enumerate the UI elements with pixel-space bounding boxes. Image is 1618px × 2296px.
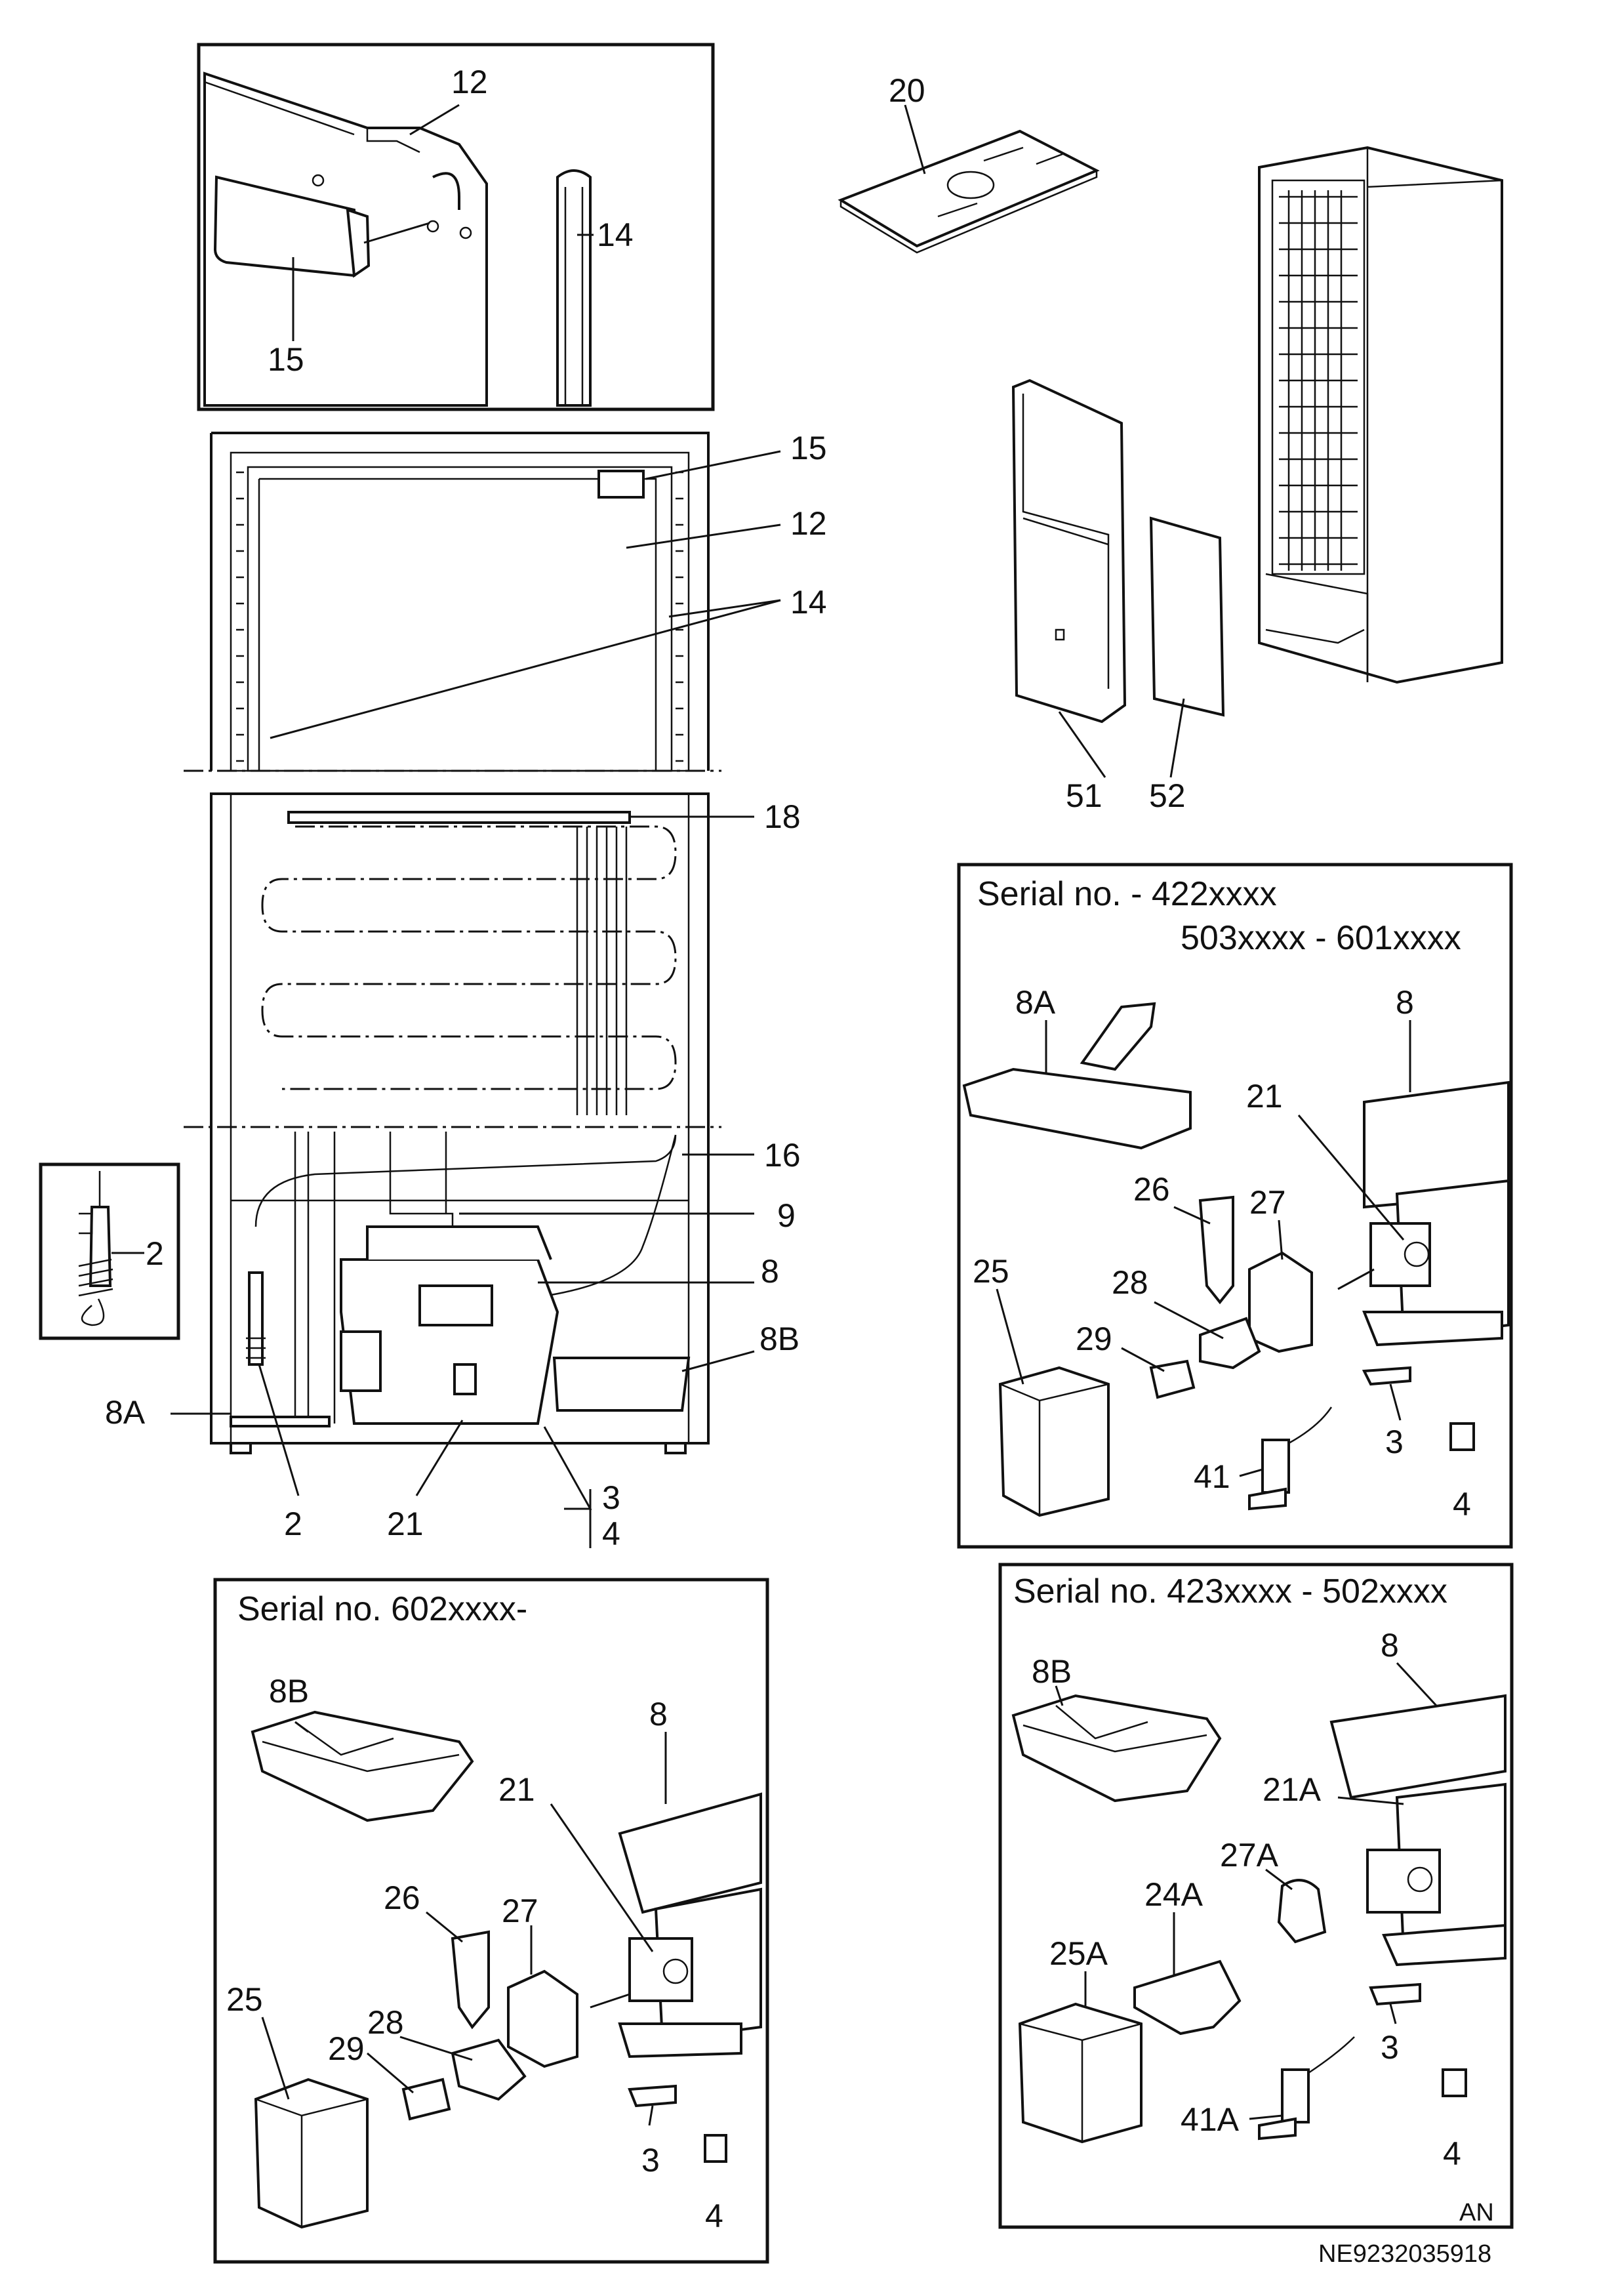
callout-18: 18 <box>764 798 801 835</box>
callout-16: 16 <box>764 1137 801 1174</box>
gasket-ribbing <box>236 471 683 762</box>
callout-15: 15 <box>268 341 304 378</box>
cabinet-lower-section: 18 16 9 8 8B 8A 2 21 3 4 <box>105 792 801 1552</box>
panel-serial-423: Serial no. 423xxxx - 502xxxx 8B <box>998 1563 1514 2229</box>
panel-c-callout-8B: 8B <box>1032 1653 1072 1690</box>
panel-a-callout-25: 25 <box>973 1253 1009 1290</box>
door-liner-parts: 51 52 <box>1011 379 1225 814</box>
panel-a-callout-8: 8 <box>1396 984 1414 1021</box>
panel-c-callout-41A: 41A <box>1181 2101 1240 2138</box>
callout-21: 21 <box>387 1506 424 1542</box>
panel-c-callout-4: 4 <box>1443 2135 1461 2172</box>
panel-a-serial-line2: 503xxxx - 601xxxx <box>1181 919 1461 957</box>
callout-51: 51 <box>1066 777 1102 814</box>
panel-a-callout-41: 41 <box>1194 1458 1230 1495</box>
panel-b-callout-26: 26 <box>384 1879 420 1916</box>
panel-b-callout-27: 27 <box>502 1893 538 1929</box>
callout-9: 9 <box>777 1197 796 1234</box>
panel-a-callout-27: 27 <box>1249 1184 1286 1221</box>
door-detail-inset: 12 14 15 <box>197 43 715 411</box>
rear-cabinet-view <box>1258 146 1503 684</box>
footer-code-an: AN <box>1459 2199 1494 2226</box>
condenser-coil <box>1279 190 1358 571</box>
panel-a-callout-8A: 8A <box>1015 984 1056 1021</box>
pipe-bundle <box>576 827 628 1115</box>
footer-code-part-number: NE9232035918 <box>1318 2240 1491 2268</box>
callout-4: 4 <box>602 1515 620 1552</box>
panel-c-callout-27A: 27A <box>1220 1837 1279 1874</box>
panel-a-callout-21: 21 <box>1246 1078 1283 1115</box>
panel-a-callout-28: 28 <box>1112 1264 1148 1301</box>
panel-a-serial-line1: Serial no. - 422xxxx <box>977 875 1277 913</box>
callout-14-upper: 14 <box>790 584 827 621</box>
cabinet-upper-section: 15 12 14 <box>184 430 827 772</box>
panel-b-callout-25: 25 <box>226 1981 263 2018</box>
panel-b-callout-29: 29 <box>328 2030 365 2067</box>
panel-b-callout-28: 28 <box>367 2004 404 2041</box>
callout-2-inset: 2 <box>146 1235 164 1272</box>
panel-a-callout-3: 3 <box>1385 1424 1404 1460</box>
panel-a-callout-29: 29 <box>1076 1321 1112 1357</box>
panel-serial-422: Serial no. - 422xxxx 503xxxx - 601xxxx <box>957 863 1513 1549</box>
drier-detail-inset: 2 <box>39 1162 180 1340</box>
callout-8B: 8B <box>759 1321 799 1357</box>
callout-14: 14 <box>597 216 634 253</box>
callout-2: 2 <box>284 1506 302 1542</box>
panel-b-callout-3: 3 <box>641 2142 660 2179</box>
panel-b-callout-4: 4 <box>705 2198 723 2234</box>
panel-serial-602: Serial no. 602xxxx- 8 <box>213 1578 769 2264</box>
callout-3: 3 <box>602 1479 620 1516</box>
callout-12: 12 <box>451 64 488 100</box>
panel-c-callout-25A: 25A <box>1049 1935 1108 1972</box>
panel-c-callout-3: 3 <box>1381 2029 1399 2066</box>
callout-15-upper: 15 <box>790 430 827 466</box>
panel-b-serial: Serial no. 602xxxx- <box>237 1590 527 1628</box>
panel-a-callout-4: 4 <box>1453 1486 1471 1523</box>
panel-b-callout-8: 8 <box>649 1696 668 1732</box>
callout-20: 20 <box>889 72 925 109</box>
panel-b-callout-8B: 8B <box>269 1673 309 1710</box>
callout-8A: 8A <box>105 1394 146 1431</box>
panel-a-callout-26: 26 <box>1133 1171 1170 1208</box>
callout-8: 8 <box>761 1253 779 1290</box>
panel-c-callout-21A: 21A <box>1263 1771 1322 1808</box>
callout-12-upper: 12 <box>790 505 827 542</box>
panel-c-callout-24A: 24A <box>1144 1876 1203 1913</box>
callout-52: 52 <box>1149 777 1186 814</box>
instruction-manual: 20 <box>838 72 1100 254</box>
panel-c-serial: Serial no. 423xxxx - 502xxxx <box>1013 1572 1447 1610</box>
panel-b-callout-21: 21 <box>498 1771 535 1808</box>
panel-c-callout-8: 8 <box>1381 1627 1399 1664</box>
